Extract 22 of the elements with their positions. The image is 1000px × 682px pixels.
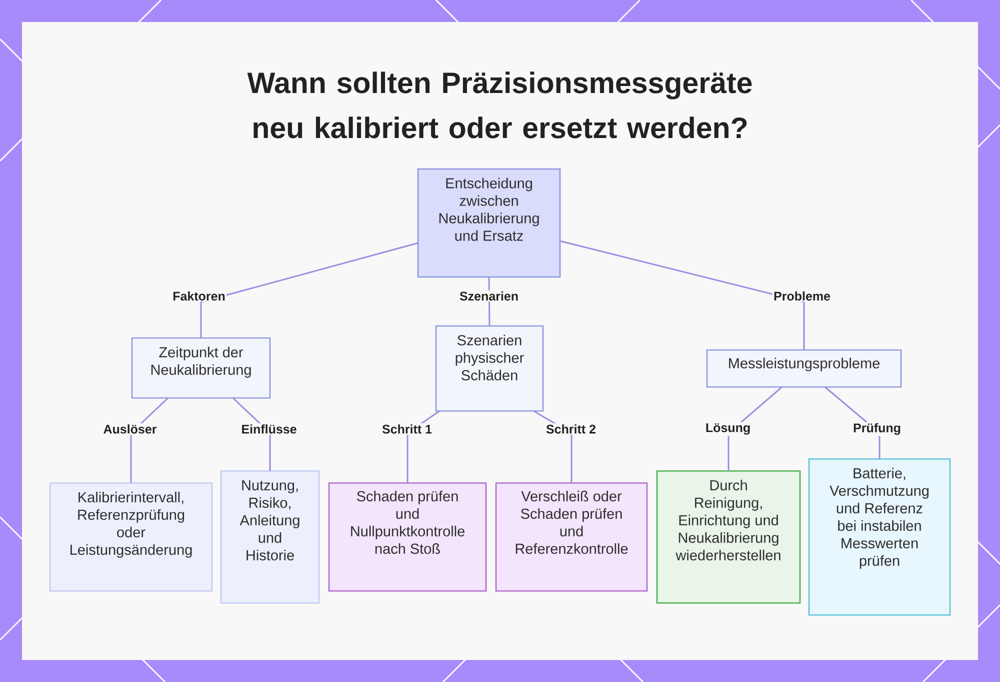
connector-line [200,242,418,338]
node-box: Kalibrierintervall, Referenzprüfung oder Leistungsänderung [49,482,213,592]
node-box: Schaden prüfen und Nullpunktkontrolle nach Stoß [328,482,487,592]
edge-label: Faktoren [171,290,227,302]
edge-label: Auslöser [102,423,158,435]
edge-label: Schritt 1 [380,423,434,435]
edge-label: Probleme [772,290,832,302]
node-box: Verschleiß oder Schaden prüfen und Referenzkontrolle [495,482,648,592]
edge-label: Szenarien [458,290,520,302]
node-box: Durch Reinigung, Einrichtung und Neukalibrierung wiederherstellen [656,470,801,604]
edge-label: Prüfung [852,422,902,436]
title: Wann sollten Präzisionsmessgeräte neu kalibriert oder ersetzt werden? [247,72,752,138]
node-box: Szenarien physischer Schäden [435,325,544,412]
node-box: Entscheidung zwischen Neukalibrierung und Ersatz [417,168,561,278]
connector-line [560,240,805,350]
edge-label: Schritt 2 [544,423,598,435]
edge-label: Einflüsse [240,423,298,435]
node-box: Batterie, Verschmutzung und Referenz bei instabilen Messwerten prüfen [808,458,951,616]
node-box: Nutzung, Risiko, Anleitung und Historie [220,470,320,604]
node-box: Zeitpunkt der Neukalibrierung [131,337,271,399]
edge-label: Lösung [704,422,752,436]
node-box: Messleistungsprobleme [706,349,902,388]
